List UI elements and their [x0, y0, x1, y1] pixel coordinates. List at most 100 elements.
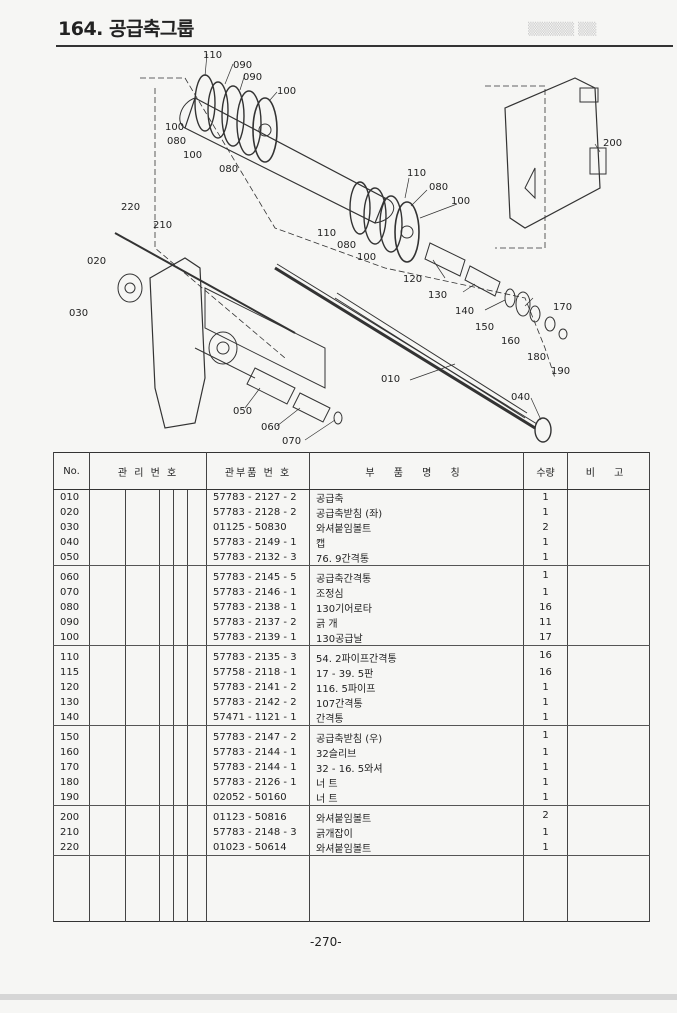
cell-remarks	[567, 520, 651, 535]
cell-mgmt-1	[89, 825, 126, 840]
cell-no: 115	[53, 665, 90, 680]
page-title: 164. 공급축그룹	[58, 18, 194, 40]
cell-mgmt-4	[173, 775, 188, 790]
cell-no: 200	[53, 805, 90, 825]
cell-no: 130	[53, 695, 90, 710]
cell-no: 040	[53, 535, 90, 550]
cell-remarks	[567, 505, 651, 520]
cell-mgmt-4	[173, 695, 188, 710]
cell-mgmt-4	[173, 505, 188, 520]
callout-label: 030	[69, 308, 88, 319]
cell-part-no: 01023 - 50614	[206, 840, 311, 856]
cell-no: 220	[53, 840, 90, 856]
cell-part-no: 57783 - 2135 - 3	[206, 645, 311, 665]
callout-label: 130	[428, 290, 447, 301]
cell-mgmt-5	[186, 550, 208, 566]
cell-mgmt-4	[173, 535, 188, 550]
cell-mgmt-5	[186, 565, 208, 585]
callout-label: 180	[527, 352, 546, 363]
callout-label: 150	[475, 322, 494, 333]
cell-mgmt-2	[125, 745, 160, 760]
cell-no: 050	[53, 550, 90, 566]
cell-quantity: 1	[523, 585, 569, 600]
cell-part-name: 캡	[309, 535, 525, 550]
cell-quantity: 1	[523, 745, 569, 760]
cell-part-name: 116. 5파이프	[309, 680, 525, 695]
empty-cell	[186, 855, 208, 922]
cell-no: 030	[53, 520, 90, 535]
cell-mgmt-4	[173, 550, 188, 566]
scan-edge-strip	[0, 994, 677, 1000]
empty-cell	[523, 855, 569, 922]
cell-mgmt-3	[159, 630, 174, 646]
cell-mgmt-1	[89, 505, 126, 520]
cell-no: 020	[53, 505, 90, 520]
cell-mgmt-3	[159, 615, 174, 630]
cell-quantity: 1	[523, 725, 569, 745]
cell-part-name: 공급축	[309, 489, 525, 505]
callout-label: 110	[317, 228, 336, 239]
cell-part-no: 57783 - 2128 - 2	[206, 505, 311, 520]
cell-mgmt-1	[89, 775, 126, 790]
cell-remarks	[567, 680, 651, 695]
cell-mgmt-5	[186, 630, 208, 646]
callout-label: 080	[219, 164, 238, 175]
cell-mgmt-1	[89, 680, 126, 695]
cell-mgmt-3	[159, 805, 174, 825]
cell-no: 150	[53, 725, 90, 745]
cell-part-name: 와셔붙임볼트	[309, 840, 525, 856]
cell-part-name: 130공급날	[309, 630, 525, 646]
cell-no: 170	[53, 760, 90, 775]
cell-mgmt-2	[125, 680, 160, 695]
cell-mgmt-1	[89, 710, 126, 726]
empty-cell	[309, 855, 525, 922]
cell-mgmt-5	[186, 520, 208, 535]
cell-remarks	[567, 760, 651, 775]
cell-remarks	[567, 790, 651, 806]
cell-mgmt-3	[159, 550, 174, 566]
cell-mgmt-4	[173, 600, 188, 615]
cell-part-name: 32 - 16. 5와셔	[309, 760, 525, 775]
cell-mgmt-5	[186, 645, 208, 665]
cell-mgmt-4	[173, 585, 188, 600]
cell-mgmt-2	[125, 585, 160, 600]
cell-mgmt-1	[89, 790, 126, 806]
cell-remarks	[567, 489, 651, 505]
cell-mgmt-1	[89, 665, 126, 680]
cell-mgmt-4	[173, 615, 188, 630]
exploded-parts-diagram: 110 090 090 100 100 080 100 080 110 080 …	[69, 50, 622, 447]
header-no: No.	[53, 452, 90, 490]
callout-label: 200	[603, 138, 622, 149]
cell-part-no: 57783 - 2138 - 1	[206, 600, 311, 615]
cell-mgmt-4	[173, 790, 188, 806]
cell-mgmt-1	[89, 630, 126, 646]
empty-cell	[53, 855, 90, 922]
header-quantity: 수량	[523, 452, 569, 490]
cell-mgmt-4	[173, 725, 188, 745]
cell-quantity: 17	[523, 630, 569, 646]
cell-part-no: 57783 - 2132 - 3	[206, 550, 311, 566]
table-filler-row	[53, 855, 651, 922]
cell-remarks	[567, 585, 651, 600]
cell-quantity: 1	[523, 680, 569, 695]
empty-cell	[125, 855, 160, 922]
cell-mgmt-3	[159, 520, 174, 535]
cell-no: 180	[53, 775, 90, 790]
cell-mgmt-5	[186, 745, 208, 760]
cell-part-no: 01123 - 50816	[206, 805, 311, 825]
cell-mgmt-3	[159, 665, 174, 680]
cell-part-name: 32슬리브	[309, 745, 525, 760]
cell-mgmt-5	[186, 805, 208, 825]
cell-mgmt-5	[186, 680, 208, 695]
cell-part-no: 57783 - 2144 - 1	[206, 760, 311, 775]
cell-part-no: 57471 - 1121 - 1	[206, 710, 311, 726]
cell-quantity: 1	[523, 825, 569, 840]
cell-no: 190	[53, 790, 90, 806]
cell-mgmt-5	[186, 665, 208, 680]
callout-label: 100	[357, 252, 376, 263]
cell-mgmt-2	[125, 760, 160, 775]
